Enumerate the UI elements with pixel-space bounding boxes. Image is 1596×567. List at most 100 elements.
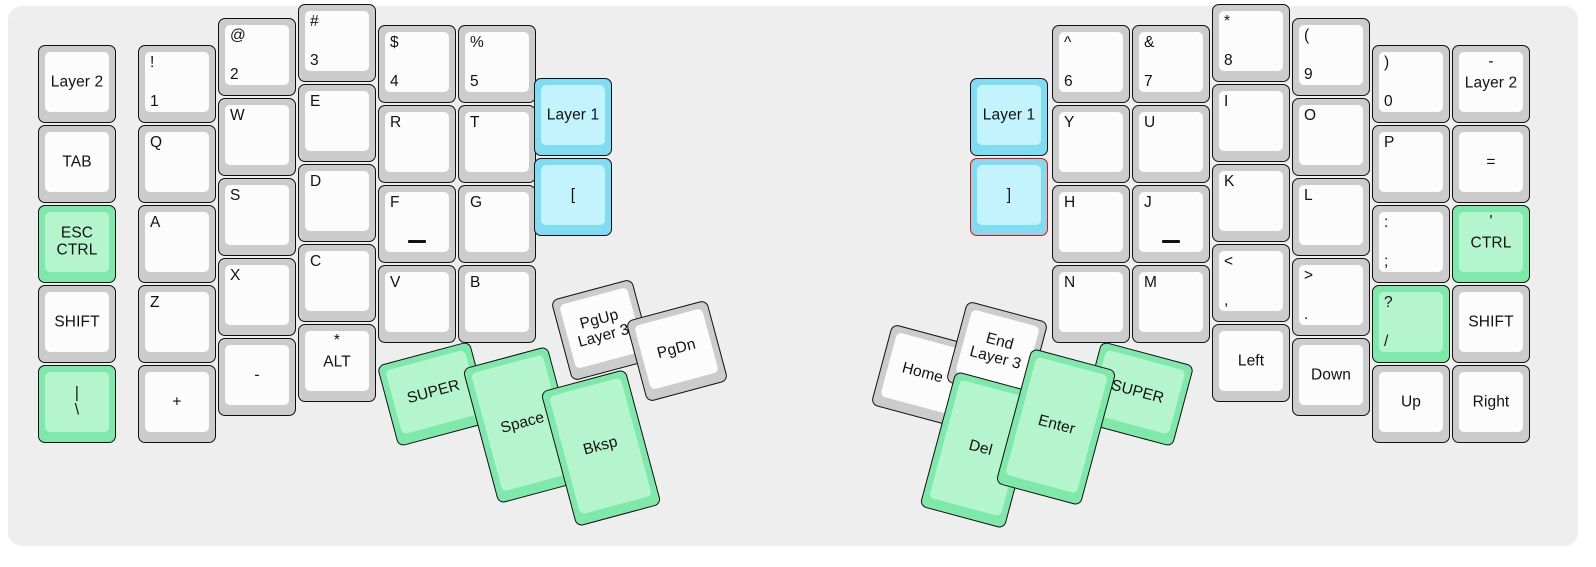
key-d[interactable]: D (298, 164, 376, 242)
key-legend-bottom: , (1224, 291, 1229, 309)
key-m[interactable]: M (1132, 265, 1210, 343)
key-e[interactable]: E (298, 84, 376, 162)
key-g[interactable]: G (458, 185, 536, 263)
keycap-surface: :; (1379, 212, 1443, 272)
keycap-surface: Down (1299, 345, 1363, 405)
key-legend-center: Right (1472, 393, 1510, 411)
key-period[interactable]: >. (1292, 258, 1370, 336)
key-u[interactable]: U (1132, 105, 1210, 183)
key-plus[interactable]: + (138, 365, 216, 443)
key-f[interactable]: F (378, 185, 456, 263)
key-legend-top: D (310, 173, 322, 190)
key-q[interactable]: Q (138, 125, 216, 203)
key-1-bang[interactable]: !1 (138, 45, 216, 123)
keycap-surface: [ (541, 165, 605, 225)
homing-bar-indicator (1162, 240, 1180, 243)
keycap-surface: O (1299, 105, 1363, 165)
key-w[interactable]: W (218, 98, 296, 176)
keycap-surface: P (1379, 132, 1443, 192)
key-shift[interactable]: SHIFT (38, 285, 116, 363)
keycap-surface: *ALT (305, 331, 369, 391)
keycap-surface: #3 (305, 11, 369, 71)
key-legend-center: Down (1310, 366, 1352, 384)
key-legend-top: K (1224, 173, 1235, 190)
keycap-surface: ^6 (1059, 32, 1123, 92)
key-shift-right[interactable]: SHIFT (1452, 285, 1530, 363)
key-n[interactable]: N (1052, 265, 1130, 343)
key-p[interactable]: P (1372, 125, 1450, 203)
key-t[interactable]: T (458, 105, 536, 183)
key-pipe-backslash[interactable]: | \ (38, 365, 116, 443)
key-equals[interactable]: = (1452, 125, 1530, 203)
keycap-surface: + (145, 372, 209, 432)
key-h[interactable]: H (1052, 185, 1130, 263)
key-o[interactable]: O (1292, 98, 1370, 176)
keycap-surface: %5 (465, 32, 529, 92)
key-r[interactable]: R (378, 105, 456, 183)
key-b[interactable]: B (458, 265, 536, 343)
key-4-dollar[interactable]: $4 (378, 25, 456, 103)
key-9-paren[interactable]: (9 (1292, 18, 1370, 96)
key-legend-bottom: 3 (310, 51, 319, 69)
keycap-surface: W (225, 105, 289, 165)
key-esc-ctrl[interactable]: ESC CTRL (38, 205, 116, 283)
key-l[interactable]: L (1292, 178, 1370, 256)
key-layer1[interactable]: Layer 1 (534, 78, 612, 156)
key-legend-top: < (1224, 253, 1234, 270)
key-8-star[interactable]: *8 (1212, 4, 1290, 82)
key-s[interactable]: S (218, 178, 296, 256)
key-legend-top: ) (1384, 54, 1390, 71)
key-minus[interactable]: - (218, 338, 296, 416)
key-up[interactable]: Up (1372, 365, 1450, 443)
key-legend-bottom: 7 (1144, 72, 1153, 90)
key-semicolon[interactable]: :; (1372, 205, 1450, 283)
keycap-surface: (9 (1299, 25, 1363, 85)
key-5-percent[interactable]: %5 (458, 25, 536, 103)
key-legend-top: * (1224, 13, 1231, 30)
key-i[interactable]: I (1212, 84, 1290, 162)
key-k[interactable]: K (1212, 164, 1290, 242)
key-legend-top: I (1224, 93, 1229, 110)
key-y[interactable]: Y (1052, 105, 1130, 183)
key-quote-ctrl[interactable]: 'CTRL (1452, 205, 1530, 283)
key-legend-top: A (150, 214, 161, 231)
key-z[interactable]: Z (138, 285, 216, 363)
key-bracket-left[interactable]: [ (534, 158, 612, 236)
key-left[interactable]: Left (1212, 324, 1290, 402)
key-down[interactable]: Down (1292, 338, 1370, 416)
key-x[interactable]: X (218, 258, 296, 336)
key-layer2-grave[interactable]: Layer 2 (38, 45, 116, 123)
key-2-at[interactable]: @2 (218, 18, 296, 96)
keycap-surface: Left (1219, 331, 1283, 391)
key-0-paren[interactable]: )0 (1372, 45, 1450, 123)
key-legend-center: Layer 1 (546, 106, 600, 124)
keycap-surface: - (225, 345, 289, 405)
keycap-surface: U (1139, 112, 1203, 172)
keycap-surface: -Layer 2 (1459, 52, 1523, 112)
key-6-caret[interactable]: ^6 (1052, 25, 1130, 103)
key-v[interactable]: V (378, 265, 456, 343)
key-layer2-minus-right[interactable]: -Layer 2 (1452, 45, 1530, 123)
key-c[interactable]: C (298, 244, 376, 322)
keycap-surface: L (1299, 185, 1363, 245)
keycap-surface: ESC CTRL (45, 212, 109, 272)
keycap-surface: F (385, 192, 449, 252)
key-legend-center: + (172, 393, 182, 411)
key-legend-top: U (1144, 114, 1156, 131)
key-right[interactable]: Right (1452, 365, 1530, 443)
key-legend-center: PgDn (655, 335, 698, 363)
key-7-amp[interactable]: &7 (1132, 25, 1210, 103)
key-layer1-right[interactable]: Layer 1 (970, 78, 1048, 156)
key-legend-top: X (230, 267, 241, 284)
key-j[interactable]: J (1132, 185, 1210, 263)
key-slash[interactable]: ?/ (1372, 285, 1450, 363)
key-tab[interactable]: TAB (38, 125, 116, 203)
key-legend-center: [ (570, 186, 576, 204)
key-legend-top: W (230, 107, 245, 124)
key-alt[interactable]: *ALT (298, 324, 376, 402)
key-bracket-right[interactable]: ] (970, 158, 1048, 236)
key-3-hash[interactable]: #3 (298, 4, 376, 82)
key-comma[interactable]: <, (1212, 244, 1290, 322)
keycap-surface: SUPER (385, 349, 482, 435)
key-a[interactable]: A (138, 205, 216, 283)
